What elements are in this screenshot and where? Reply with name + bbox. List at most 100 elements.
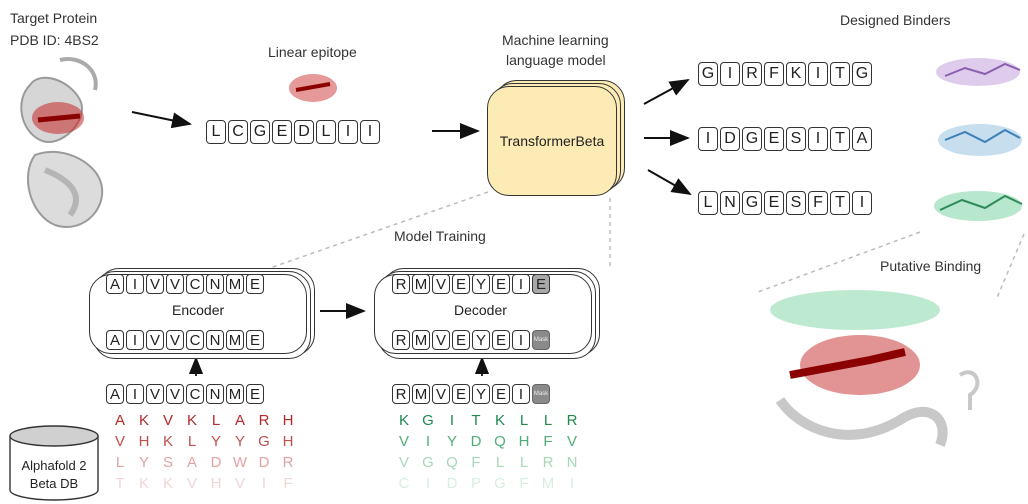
residue-cell: N — [206, 274, 224, 294]
residue-cell: E — [492, 330, 510, 350]
db-residue: I — [449, 412, 455, 429]
residue-cell: I — [338, 120, 358, 144]
residue-cell: Y — [472, 274, 490, 294]
residue-cell: E — [452, 330, 470, 350]
residue-cell: E — [532, 274, 550, 294]
residue-cell: T — [830, 191, 850, 215]
db-residue: V — [234, 475, 245, 492]
db-residue: Y — [210, 433, 221, 450]
target-protein-structure — [20, 57, 104, 228]
db-residue: F — [471, 454, 481, 471]
residue-cell: E — [452, 384, 470, 404]
database-cylinder — [9, 425, 99, 501]
residue-cell: I — [126, 384, 144, 404]
db-residue: I — [425, 475, 431, 492]
residue-cell: N — [720, 191, 740, 215]
db-residue: K — [162, 475, 173, 492]
residue-cell: V — [432, 384, 450, 404]
residue-cell: I — [512, 384, 530, 404]
residue-cell: N — [206, 330, 224, 350]
db-residue: Y — [446, 433, 457, 450]
db-name-line2: Beta DB — [29, 476, 79, 491]
residue-cell: A — [106, 330, 124, 350]
residue-cell: I — [698, 127, 718, 151]
db-residue: V — [398, 433, 409, 450]
db-residue: D — [210, 454, 222, 471]
db-residue: L — [519, 412, 529, 429]
residue-cell: K — [786, 62, 806, 86]
db-residue: H — [138, 433, 150, 450]
binder-2-structure — [938, 124, 1022, 156]
residue-cell: M — [412, 330, 430, 350]
residue-cell: M — [226, 330, 244, 350]
transformerbeta-box: TransformerBeta — [487, 86, 617, 196]
db-residue: D — [258, 454, 270, 471]
db-residue: H — [518, 433, 530, 450]
db-residue: L — [519, 454, 529, 471]
residue-cell: M — [226, 274, 244, 294]
db-residue: G — [494, 475, 506, 492]
residue-cell: V — [166, 384, 184, 404]
residue-cell: A — [852, 127, 872, 151]
residue-cell: C — [186, 274, 204, 294]
db-residue: K — [186, 412, 197, 429]
db-residue: R — [566, 412, 578, 429]
residue-cell: T — [830, 62, 850, 86]
db-residue: L — [115, 454, 125, 471]
residue-cell: E — [272, 120, 292, 144]
pdb-id-label: PDB ID: 4BS2 — [10, 32, 99, 48]
residue-cell: I — [126, 274, 144, 294]
residue-cell: S — [786, 191, 806, 215]
residue-cell: N — [206, 384, 224, 404]
residue-cell: E — [246, 384, 264, 404]
transformerbeta-label: TransformerBeta — [499, 133, 605, 149]
db-residue: A — [234, 412, 245, 429]
db-residue: Y — [234, 433, 245, 450]
decoder-label: Decoder — [450, 302, 511, 318]
epitope-structure — [289, 74, 337, 102]
residue-cell: V — [432, 330, 450, 350]
db-residue: Q — [446, 454, 458, 471]
db-residue: C — [398, 475, 410, 492]
residue-cell: V — [146, 330, 164, 350]
residue-cell: D — [294, 120, 314, 144]
model-title-line2: language model — [506, 52, 606, 68]
residue-cell: E — [492, 274, 510, 294]
residue-cell: E — [246, 330, 264, 350]
residue-cell: R — [742, 62, 762, 86]
putative-binding-title: Putative Binding — [880, 258, 982, 274]
residue-cell: M — [412, 274, 430, 294]
residue-cell: E — [492, 384, 510, 404]
residue-cell: Y — [472, 330, 490, 350]
residue-cell: V — [166, 274, 184, 294]
db-residue: K — [494, 412, 505, 429]
residue-cell: L — [698, 191, 718, 215]
db-residue: K — [398, 412, 409, 429]
residue-cell: R — [392, 330, 410, 350]
residue-cell: F — [808, 191, 828, 215]
db-residue: D — [446, 475, 458, 492]
residue-cell: C — [186, 384, 204, 404]
db-residue: R — [258, 412, 270, 429]
residue-cell: I — [720, 62, 740, 86]
residue-cell: Y — [472, 384, 490, 404]
arrow-model-to-binder-3 — [647, 169, 692, 195]
db-residue: L — [495, 454, 505, 471]
db-residue: K — [162, 433, 173, 450]
db-residue: D — [470, 433, 482, 450]
zoom-line-left — [269, 191, 489, 269]
residue-cell: R — [392, 384, 410, 404]
db-residue: H — [282, 412, 294, 429]
residue-cell: F — [764, 62, 784, 86]
model-training-title: Model Training — [394, 228, 486, 244]
residue-cell: S — [786, 127, 806, 151]
